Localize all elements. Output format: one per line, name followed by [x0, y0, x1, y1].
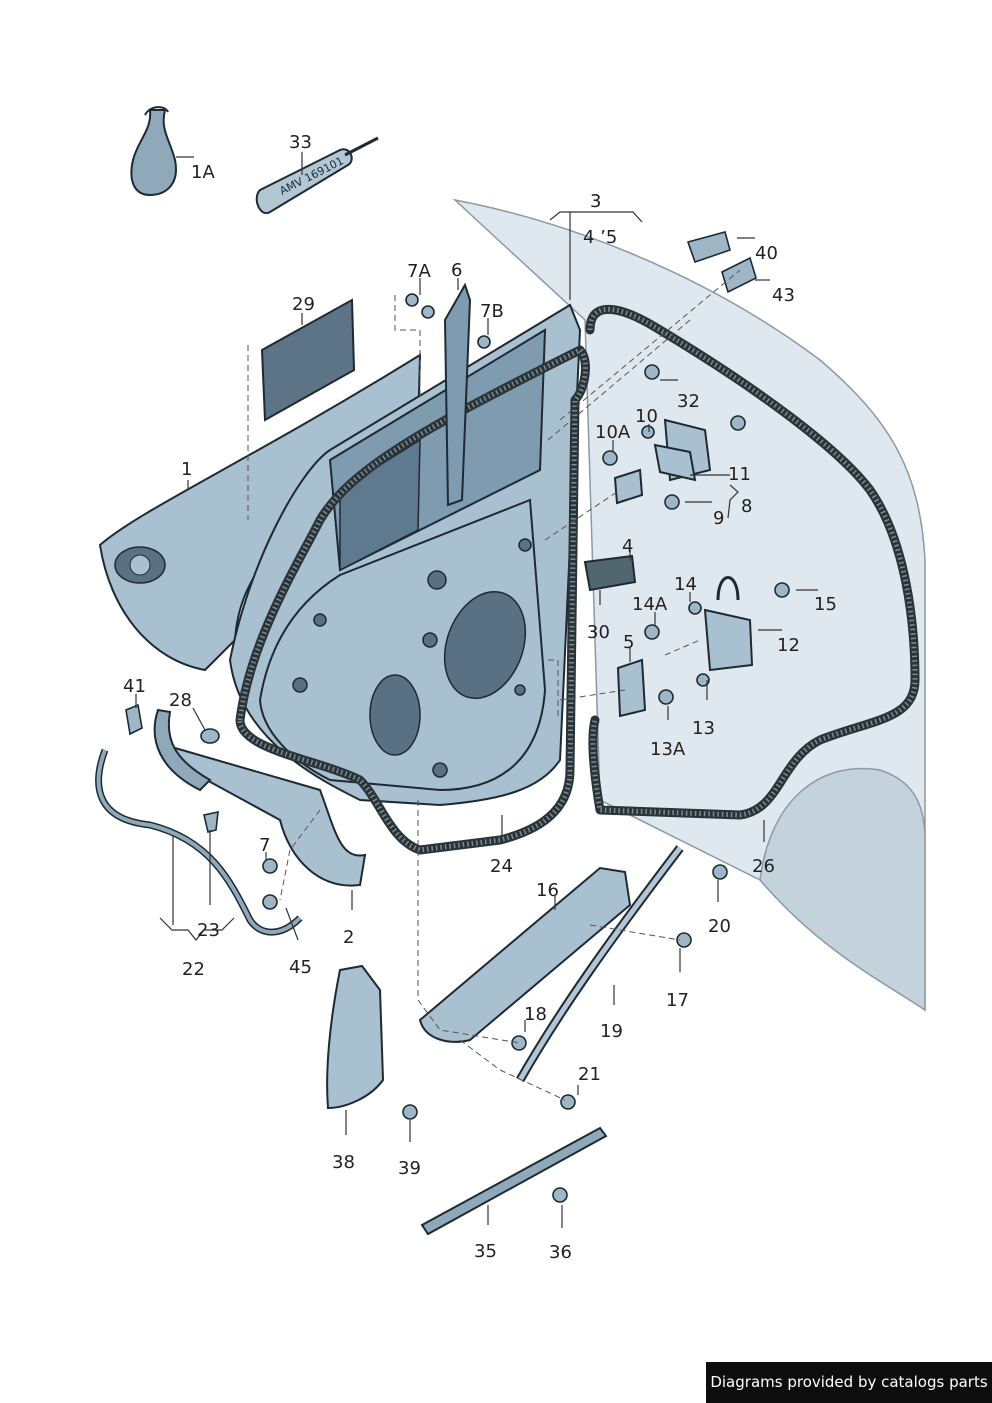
callout-2: 2 [343, 927, 354, 948]
callout-labels: 1A 33 3 4 ’5 40 43 7A 6 7B 29 1 32 10 10… [123, 132, 837, 1263]
callout-14A: 14A [632, 594, 668, 615]
seal-strip-19-icon [516, 845, 684, 1083]
callout-30: 30 [587, 622, 610, 643]
adhesive-tube-icon: AMV 169101 [255, 136, 379, 215]
callout-33: 33 [289, 132, 312, 153]
callout-18: 18 [524, 1004, 547, 1025]
cap-43-icon [721, 256, 757, 294]
callout-4-5: 4 ’5 [583, 227, 617, 248]
callout-39: 39 [398, 1158, 421, 1179]
callout-7: 7 [259, 835, 270, 856]
door-seal [235, 345, 590, 855]
plug-28-icon [200, 728, 220, 744]
lower-hinge-icon [703, 576, 754, 672]
callout-43: 43 [772, 285, 795, 306]
callout-41: 41 [123, 676, 146, 697]
seal-2-icon [153, 708, 367, 887]
callout-38: 38 [332, 1152, 355, 1173]
assembly-lines [247, 269, 741, 1101]
leader-lines [135, 152, 818, 1228]
callout-17: 17 [666, 990, 689, 1011]
callout-5: 5 [623, 632, 634, 653]
door-outer-panel [98, 353, 422, 672]
bolt-icons [262, 293, 790, 1203]
callout-4: 4 [622, 536, 633, 557]
callout-7B: 7B [480, 301, 504, 322]
door-shell [228, 303, 582, 807]
credit-banner: Diagrams provided by catalogs parts [706, 1362, 992, 1403]
callout-6: 6 [451, 260, 462, 281]
callout-23: 23 [197, 920, 220, 941]
callout-14: 14 [674, 574, 697, 595]
cover-38-icon [326, 964, 385, 1110]
seal-22-icon [95, 748, 303, 936]
callout-15: 15 [814, 594, 837, 615]
callout-11: 11 [728, 464, 751, 485]
callout-16: 16 [536, 880, 559, 901]
callout-1A: 1A [191, 162, 215, 183]
clip-23-icon [203, 810, 219, 833]
callout-40: 40 [755, 243, 778, 264]
insulation-pad [260, 298, 356, 422]
callout-7A: 7A [407, 261, 431, 282]
callout-29: 29 [292, 294, 315, 315]
window-channel [443, 282, 472, 507]
callout-35: 35 [474, 1241, 497, 1262]
callout-19: 19 [600, 1021, 623, 1042]
callout-21: 21 [578, 1064, 601, 1085]
callout-1: 1 [181, 459, 192, 480]
foam-block-icon [583, 554, 637, 592]
sill-trim-16-icon [418, 866, 632, 1043]
clip-41-icon [125, 703, 143, 736]
callout-8: 8 [741, 496, 752, 517]
callout-45: 45 [289, 957, 312, 978]
callout-9: 9 [713, 508, 724, 529]
callout-36: 36 [549, 1242, 572, 1263]
cap-40-icon [686, 231, 731, 264]
callout-26: 26 [752, 856, 775, 877]
upper-hinge-icon [653, 418, 712, 510]
callout-13A: 13A [650, 739, 686, 760]
callout-10A: 10A [595, 422, 631, 443]
callout-24: 24 [490, 856, 513, 877]
callout-20: 20 [708, 916, 731, 937]
sealant-bag-icon [130, 106, 177, 197]
strip-35-icon [420, 1126, 608, 1236]
body-opening-seal [585, 304, 920, 820]
callout-28: 28 [169, 690, 192, 711]
callout-22: 22 [182, 959, 205, 980]
callout-12: 12 [777, 635, 800, 656]
callout-10: 10 [635, 406, 658, 427]
callout-13: 13 [692, 718, 715, 739]
callout-32: 32 [677, 391, 700, 412]
hinge-plate-icon [613, 468, 644, 505]
hinge-plate-lower-icon [616, 658, 647, 718]
callout-3: 3 [590, 191, 601, 212]
